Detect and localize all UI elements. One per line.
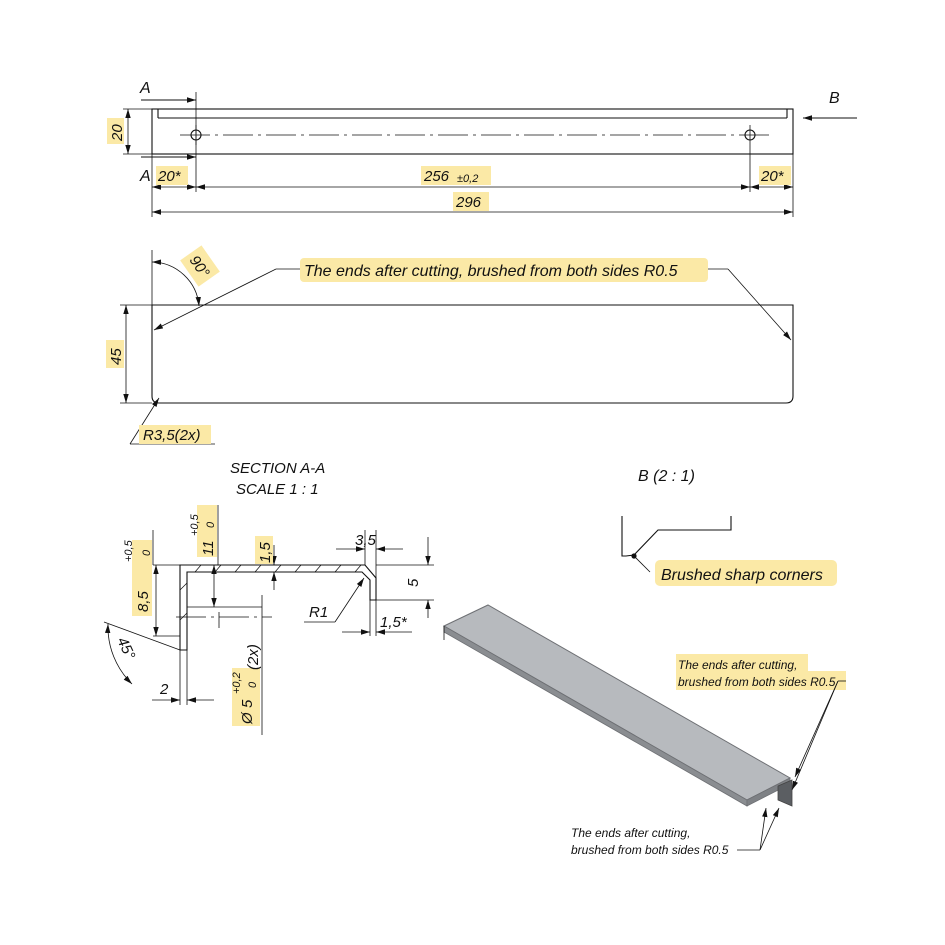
iso-note-top-line2: brushed from both sides R0.5 <box>678 675 836 689</box>
angle-arc <box>151 259 201 307</box>
iso-front-edge <box>443 625 748 807</box>
detail-title: B (2 : 1) <box>638 468 695 485</box>
section-depth-tol-lower: 0 <box>205 521 217 528</box>
section-dia-top-tol-upper: +0,5 <box>123 539 135 562</box>
iso-note-top-line1: The ends after cutting, <box>678 658 797 672</box>
section-depth: 11 <box>200 540 217 556</box>
dim-hole-spacing: 256 <box>423 168 450 185</box>
iso-top-face <box>442 604 792 801</box>
detail-profile <box>621 516 732 557</box>
section-mark-top: A <box>139 80 151 97</box>
section-angle-arc <box>104 623 133 685</box>
section-dia-top-tol-lower: 0 <box>141 549 153 556</box>
section-mark-bottom: A <box>139 168 151 185</box>
section-dia-top: 8,5 <box>135 590 152 612</box>
section-hole-dia-symbol: Ø <box>239 711 256 725</box>
iso-view: The ends after cutting, brushed from bot… <box>442 604 846 857</box>
radius-text: R3,5(2x) <box>143 427 201 444</box>
front-note-highlight <box>300 258 708 282</box>
section-wall: 2 <box>159 681 169 698</box>
section-lip-height: 5 <box>405 578 422 587</box>
section-hole-count: (2x) <box>245 644 262 670</box>
iso-note-bottom-line1: The ends after cutting, <box>571 826 690 840</box>
front-height-text: 45 <box>108 348 125 365</box>
iso-note-bottom-line2: brushed from both sides R0.5 <box>571 843 729 857</box>
dim-left-offset: 20* <box>157 168 182 185</box>
section-thickness: 1,5 <box>257 541 274 563</box>
dim-hole-spacing-tol: ±0,2 <box>457 173 478 185</box>
section-lip: 3,5 <box>355 532 377 549</box>
dim-height-text: 20 <box>109 124 126 142</box>
dim-right-offset: 20* <box>760 168 785 185</box>
section-title: SECTION A-A <box>230 460 325 477</box>
dim-height-highlight <box>107 118 124 144</box>
detail-view: B (2 : 1) Brushed sharp corners <box>621 468 837 586</box>
section-depth-tol-upper: +0,5 <box>189 513 201 536</box>
iso-end-lip <box>777 779 793 807</box>
view-mark-b: B <box>829 90 840 107</box>
section-profile <box>179 564 377 651</box>
section-hole-tol-upper: +0,2 <box>231 672 243 694</box>
detail-note: Brushed sharp corners <box>661 567 823 584</box>
section-hole-dia: 5 <box>239 699 256 708</box>
section-hatch <box>179 564 362 621</box>
front-view-outline <box>151 304 794 404</box>
front-view: 90° The ends after cutting, brushed from… <box>106 245 794 445</box>
section-scale: SCALE 1 : 1 <box>236 481 319 498</box>
dim-total-length: 296 <box>455 194 482 211</box>
section-lip-thickness: 1,5* <box>380 614 408 631</box>
section-hole-tol-lower: 0 <box>247 681 259 688</box>
front-note: The ends after cutting, brushed from bot… <box>304 263 678 280</box>
top-view-outline <box>151 108 794 155</box>
section-chamfer-angle: 45° <box>113 635 138 663</box>
section-view: SECTION A-A SCALE 1 : 1 8,5 +0,5 0 11 +0… <box>103 460 434 735</box>
top-view: A A B 20 20* 256 ±0,2 20* 296 <box>107 80 857 217</box>
section-inner-radius: R1 <box>309 604 328 621</box>
